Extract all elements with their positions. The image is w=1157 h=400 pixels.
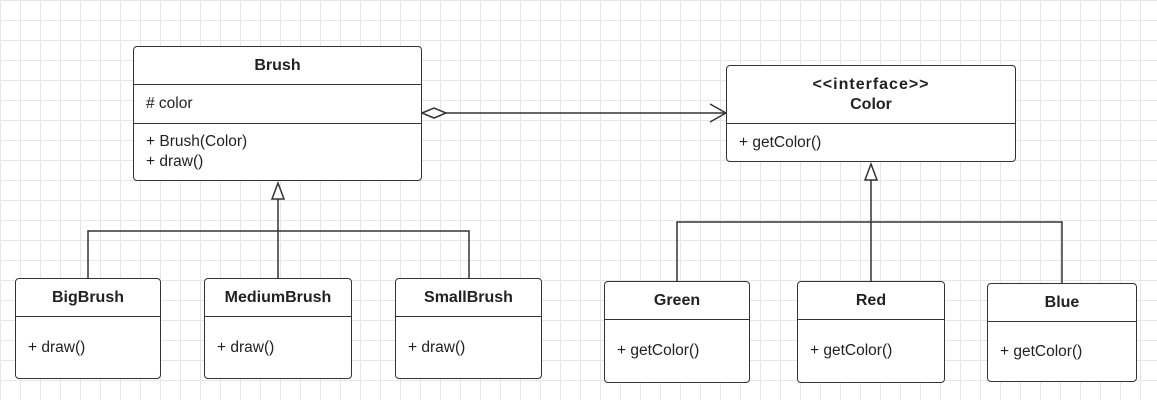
class-blue-header: Blue [988, 284, 1136, 322]
interface-color-header: <<interface>> Color [727, 66, 1015, 124]
aggregation-diamond [420, 107, 448, 119]
operation-get-color: + getColor() [810, 342, 893, 359]
class-big-brush-name: BigBrush [52, 288, 124, 306]
class-medium-brush-header: MediumBrush [205, 279, 351, 317]
class-red-name: Red [855, 291, 887, 309]
generalization-triangle-brush [270, 180, 286, 200]
realization-bus-color [676, 221, 1063, 284]
operation-get-color: + getColor() [1000, 342, 1083, 360]
class-medium-brush-name: MediumBrush [224, 288, 332, 306]
generalization-bus-brush [87, 230, 470, 279]
realization-triangle-color [863, 161, 879, 181]
class-small-brush-name: SmallBrush [424, 288, 513, 306]
class-small-brush[interactable]: SmallBrush + draw() [395, 278, 542, 379]
operation-draw: + draw() [217, 338, 275, 356]
class-green-operations: + getColor() [605, 320, 749, 382]
class-blue-operations: + getColor() [988, 322, 1136, 381]
class-green[interactable]: Green + getColor() [604, 281, 750, 383]
class-big-brush-operations: + draw() [16, 317, 160, 378]
class-brush[interactable]: Brush # color + Brush(Color) + draw() [133, 46, 422, 181]
class-big-brush-header: BigBrush [16, 279, 160, 317]
class-brush-name: Brush [254, 56, 301, 74]
interface-color[interactable]: <<interface>> Color + getColor() [726, 65, 1016, 162]
class-small-brush-operations: + draw() [396, 317, 541, 378]
class-green-header: Green [605, 282, 749, 320]
operation-draw: + draw() [146, 152, 204, 170]
attribute-color: # color [146, 95, 193, 112]
operation-get-color: + getColor() [617, 342, 700, 359]
class-green-name: Green [653, 291, 701, 309]
interface-color-operations: + getColor() [727, 124, 1015, 161]
class-small-brush-header: SmallBrush [396, 279, 541, 317]
class-medium-brush[interactable]: MediumBrush + draw() [204, 278, 352, 379]
class-red-operations: + getColor() [798, 320, 944, 382]
class-brush-operations: + Brush(Color) + draw() [134, 123, 421, 179]
class-red[interactable]: Red + getColor() [797, 281, 945, 383]
operation-brush-constructor: + Brush(Color) [146, 132, 248, 150]
class-red-header: Red [798, 282, 944, 320]
operation-get-color: + getColor() [739, 133, 822, 151]
class-big-brush[interactable]: BigBrush + draw() [15, 278, 161, 379]
class-brush-attributes: # color [134, 85, 421, 123]
interface-color-name: Color [850, 95, 892, 113]
class-brush-header: Brush [134, 47, 421, 85]
operation-draw: + draw() [408, 338, 466, 356]
class-medium-brush-operations: + draw() [205, 317, 351, 378]
class-blue[interactable]: Blue + getColor() [987, 283, 1137, 382]
interface-stereotype: <<interface>> [812, 75, 930, 93]
operation-draw: + draw() [28, 338, 86, 356]
class-blue-name: Blue [1044, 293, 1080, 311]
